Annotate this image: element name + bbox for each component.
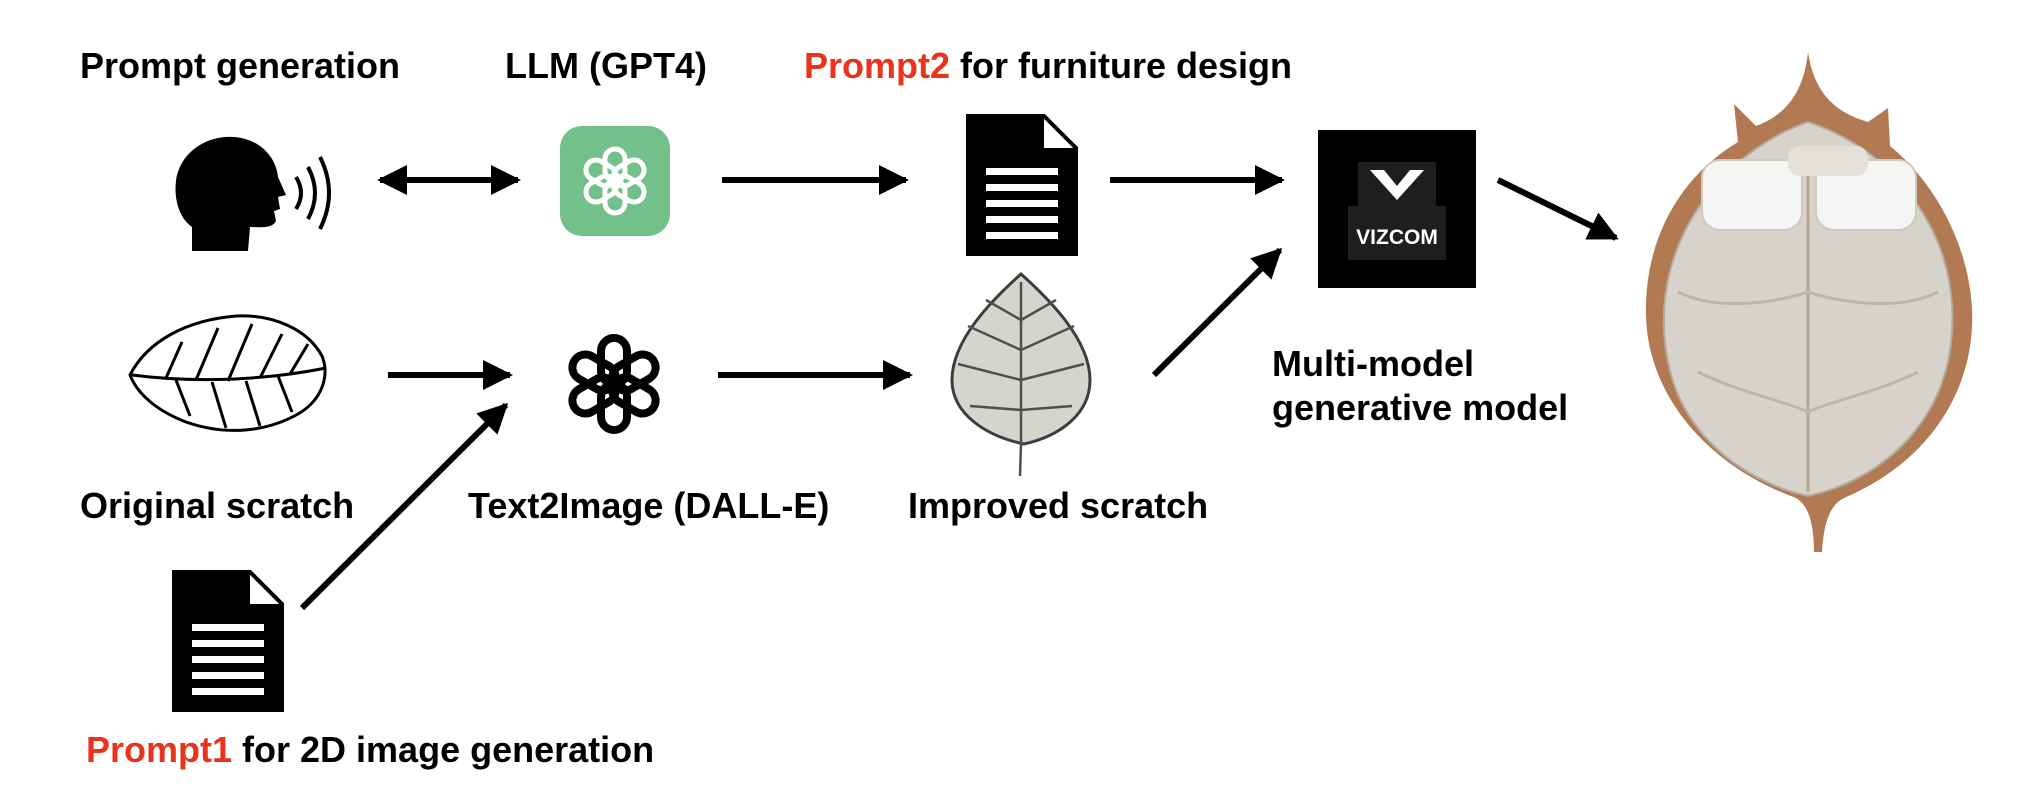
improved-scratch-label: Improved scratch <box>908 485 1209 526</box>
prompt1-highlight: Prompt1 <box>86 729 233 770</box>
openai-logo-black-icon <box>568 334 660 434</box>
prompt2-label: Prompt2 for furniture design <box>804 44 1292 87</box>
multimodel-label-line2: generative model <box>1272 387 1569 428</box>
document-icon-prompt1 <box>172 570 284 712</box>
original-scratch-label: Original scratch <box>80 485 355 526</box>
text2image-label: Text2Image (DALL-E) <box>468 485 830 526</box>
vizcom-logo-text: VIZCOM <box>1356 226 1438 249</box>
arrow-prompt1-dalle <box>299 402 509 611</box>
speaking-head-icon <box>175 136 331 251</box>
leaf-bed-image <box>1645 52 1973 552</box>
openai-logo-green-icon <box>560 126 670 236</box>
leaf-sketch-icon <box>128 314 327 432</box>
vizcom-logo-icon: VIZCOM <box>1318 130 1476 288</box>
prompt2-rest: for furniture design <box>950 45 1293 86</box>
prompt-generation-label: Prompt generation <box>80 45 401 86</box>
prompt2-highlight: Prompt2 <box>804 45 951 86</box>
prompt1-label: Prompt1 for 2D image generation <box>86 728 654 771</box>
leaf-drawing-icon <box>950 271 1092 477</box>
prompt1-rest: for 2D image generation <box>232 729 655 770</box>
llm-label: LLM (GPT4) <box>505 45 707 86</box>
multimodel-label-line1: Multi-model <box>1272 343 1474 384</box>
arrow-vizcom-bed <box>1496 177 1619 241</box>
document-icon-prompt2 <box>966 114 1078 256</box>
arrow-improved-vizcom <box>1151 247 1283 378</box>
